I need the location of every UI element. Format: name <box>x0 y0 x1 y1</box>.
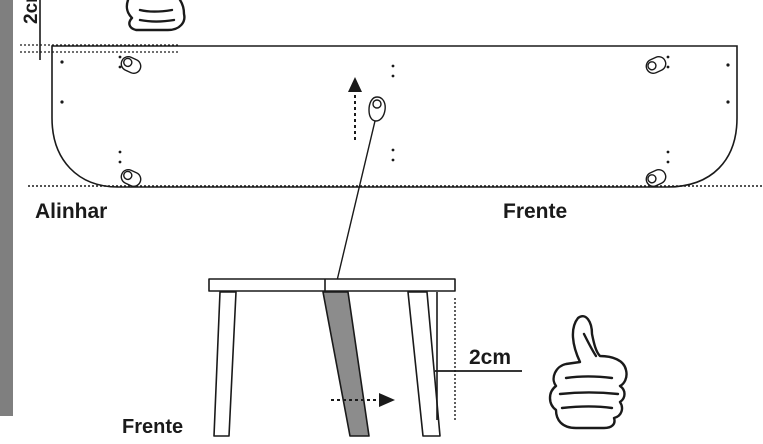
leg-footprint <box>120 169 142 187</box>
front-label-bottom: Frente <box>122 416 183 438</box>
side-measure: 2cm <box>435 298 522 420</box>
front-label-top: Frente <box>503 200 567 223</box>
leg-footprint <box>120 56 142 74</box>
insert-arrow-up <box>348 77 362 140</box>
table-leg-left <box>213 291 237 437</box>
top-measure: 2cm <box>20 0 180 60</box>
leader-line <box>334 120 376 290</box>
left-edge-bar <box>0 0 13 416</box>
table-top-board <box>208 278 456 292</box>
thumbs-up-icon <box>548 315 628 430</box>
leg-footprint <box>645 169 667 187</box>
table-side-view <box>208 278 456 437</box>
measure-label-side: 2cm <box>469 346 511 369</box>
slide-arrow-right <box>331 393 395 407</box>
align-label: Alinhar <box>35 200 107 223</box>
tabletop-top-view <box>28 45 763 188</box>
table-leg-right <box>407 291 441 437</box>
table-leg-highlighted <box>322 291 370 437</box>
thumbs-up-icon <box>125 0 186 32</box>
leg-footprint <box>645 56 667 74</box>
measure-label-top: 2cm <box>21 0 42 24</box>
